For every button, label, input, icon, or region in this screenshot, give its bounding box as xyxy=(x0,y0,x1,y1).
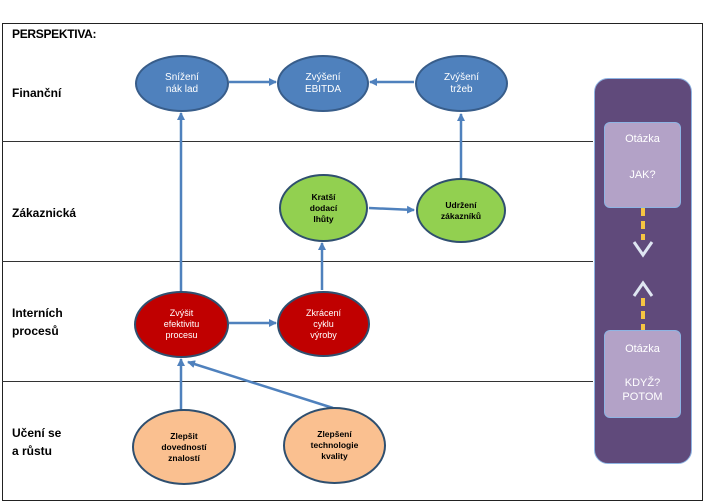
question-label: Otázka xyxy=(625,343,660,355)
chevron-down-icon xyxy=(632,241,654,258)
row-label-uceni-a-rustu: Učení se a růstu xyxy=(12,424,61,460)
question-value: JAK? xyxy=(629,169,656,181)
row-label-zakaznicka: Zákaznická xyxy=(12,206,77,220)
question-label: Otázka xyxy=(625,133,660,145)
row-label-line: Učení se xyxy=(12,426,62,440)
sidebar-arrows xyxy=(632,208,654,330)
diagram-title: PERSPEKTIVA: xyxy=(12,27,97,41)
chevron-up-icon xyxy=(632,280,654,297)
row-label-line: a růstu xyxy=(12,444,53,458)
arrow-kratsi-to-udrzeni xyxy=(368,205,415,214)
arrow-technologie-to-efektivita xyxy=(187,360,334,410)
diagram-frame xyxy=(2,23,703,501)
row-label-internich-procesu: Interních procesů xyxy=(12,304,63,340)
row-divider xyxy=(2,381,593,382)
question-value: POTOM xyxy=(622,391,663,403)
row-label-financni: Finanční xyxy=(12,86,62,100)
row-label-line: Interních xyxy=(12,306,63,320)
question-box-top: Otázka JAK? xyxy=(604,122,681,208)
row-divider xyxy=(2,261,593,262)
row-label-line: procesů xyxy=(12,324,59,338)
row-divider xyxy=(2,141,593,142)
question-value: KDYŽ? xyxy=(624,377,661,389)
question-box-bottom: Otázka KDYŽ? POTOM xyxy=(604,330,681,418)
